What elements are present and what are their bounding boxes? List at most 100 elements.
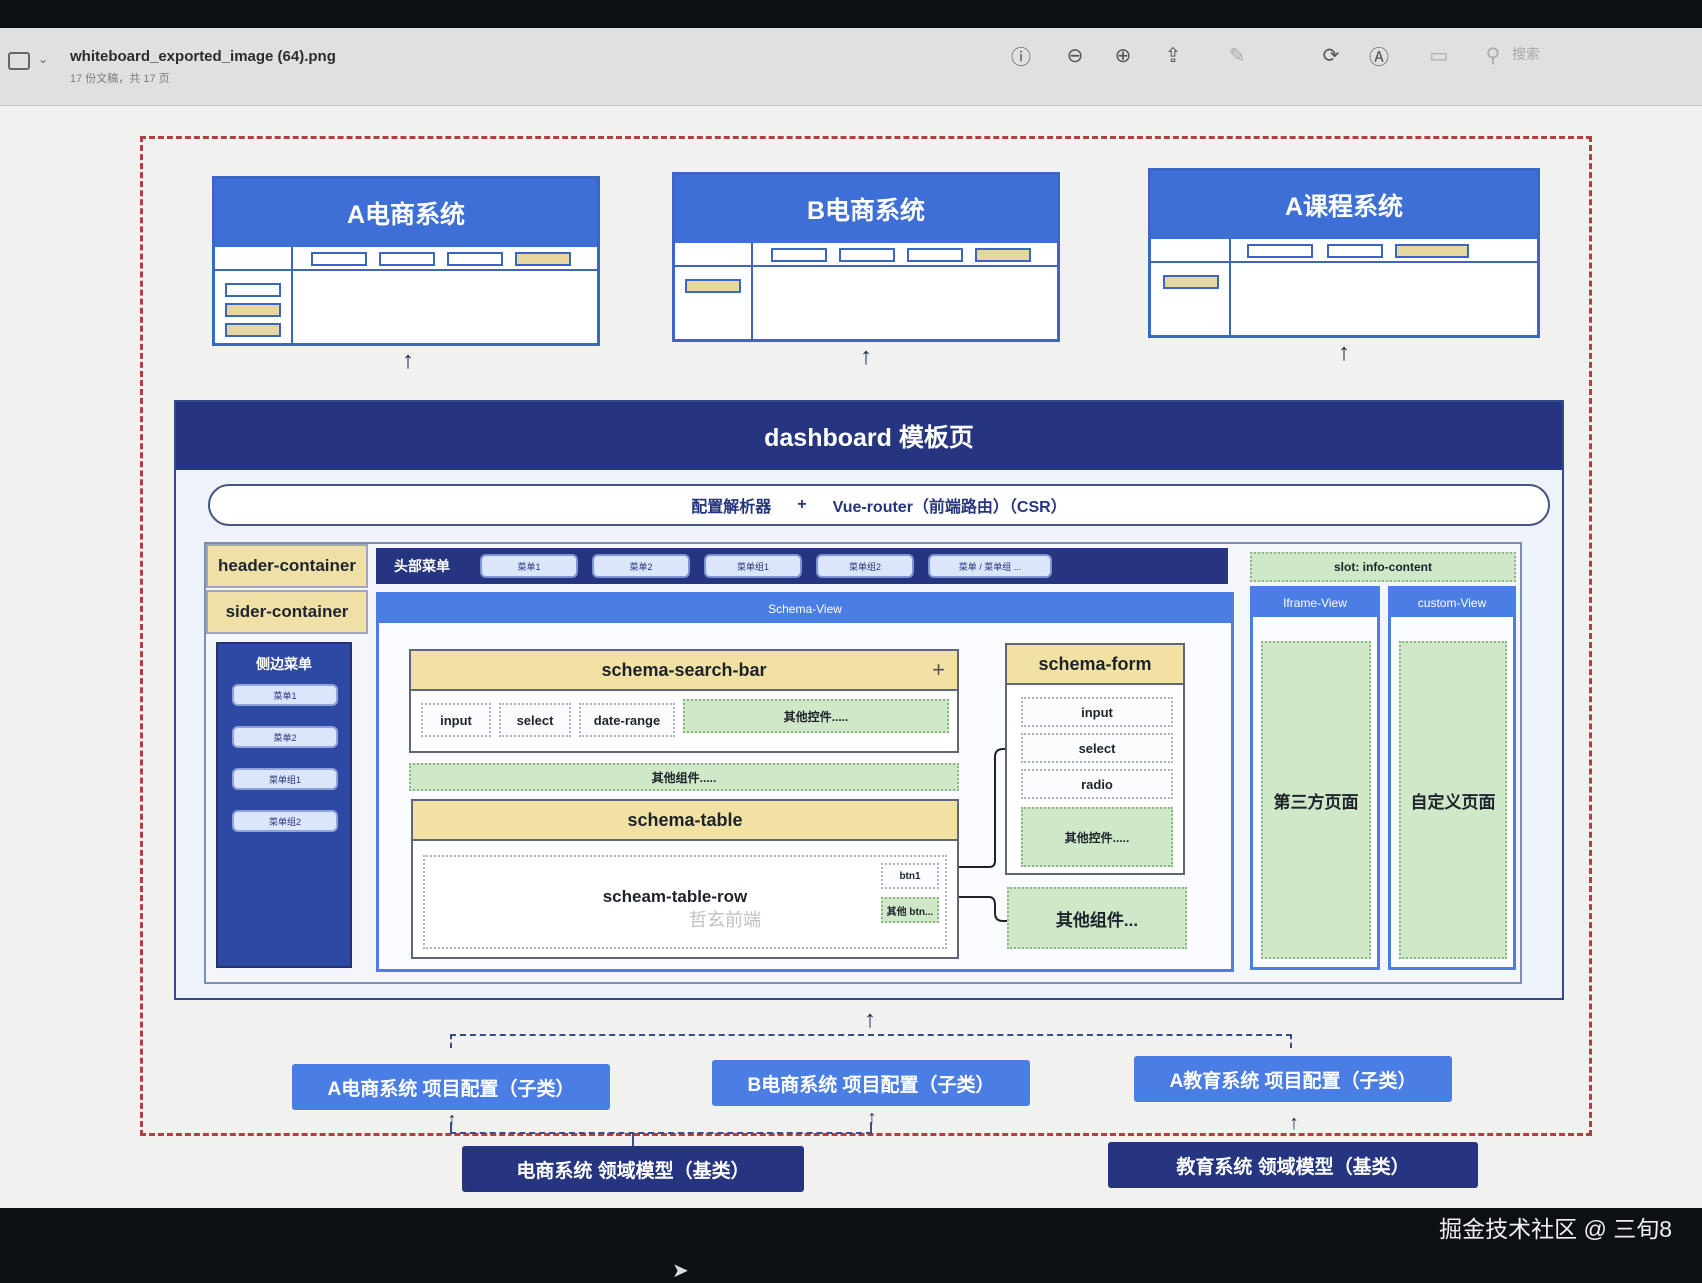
image-canvas: A电商系统 ↑ B电商系统 ↑ A课程系统 — [0, 106, 1702, 1208]
table-row-label: scheam-table-row — [602, 887, 748, 906]
sidebar-icon[interactable] — [8, 52, 30, 70]
header-menu-bar: 头部菜单 菜单1 菜单2 菜单组1 菜单组2 菜单 / 菜单组 ... — [376, 548, 1228, 584]
router-vue-label: Vue-router（前端路由）（CSR） — [832, 499, 1067, 516]
schema-search-bar: schema-search-bar + input select date-ra… — [409, 649, 959, 753]
domain-connector-stem — [632, 1134, 634, 1146]
schema-view-panel: Schema-View schema-search-bar + input se… — [376, 592, 1234, 972]
arrow-up-icon: ↑ — [402, 347, 414, 374]
system-window-a-course: A课程系统 — [1148, 168, 1540, 338]
a-education-project-config: A教育系统 项目配置（子类） — [1134, 1056, 1452, 1102]
arrow-up-icon: ↑ — [867, 1106, 877, 1127]
chevron-down-icon[interactable]: ⌄ — [38, 52, 49, 66]
router-bar: 配置解析器 + Vue-router（前端路由）（CSR） — [208, 484, 1550, 526]
arrow-up-icon: ↑ — [1338, 339, 1350, 366]
mini-side-item — [225, 303, 281, 317]
sider-menu-item[interactable]: 菜单组2 — [232, 810, 338, 832]
a-ecommerce-project-config: A电商系统 项目配置（子类） — [292, 1064, 610, 1110]
education-domain-model: 教育系统 领域模型（基类） — [1108, 1142, 1478, 1188]
dashboard-title: dashboard 模板页 — [176, 402, 1562, 470]
rotate-icon[interactable]: ⟳ — [1322, 44, 1340, 67]
search-input[interactable]: 搜索 — [1512, 46, 1540, 62]
system-title: B电商系统 — [675, 175, 1057, 243]
dashboard-template: dashboard 模板页 配置解析器 + Vue-router（前端路由）（C… — [174, 400, 1564, 1000]
share-icon[interactable]: ⇪ — [1164, 44, 1182, 67]
document-title: whiteboard_exported_image (64).png — [70, 48, 336, 65]
mini-side-item — [1163, 275, 1219, 289]
form-item-select: select — [1021, 733, 1173, 763]
info-icon[interactable]: ⓘ — [1011, 46, 1031, 69]
system-window-b-ecommerce: B电商系统 — [672, 172, 1060, 342]
arrow-up-icon: ↑ — [447, 1108, 457, 1129]
mini-tab — [311, 252, 367, 266]
form-item-radio: radio — [1021, 769, 1173, 799]
document-subtitle: 17 份文稿，共 17 页 — [70, 73, 170, 85]
table-row-watermark: 哲玄前端 — [689, 910, 761, 930]
markup-pen-icon[interactable]: ✎ — [1228, 44, 1246, 67]
router-parser-label: 配置解析器 — [691, 499, 772, 516]
iframe-view-panel: Iframe-View 第三方页面 — [1250, 586, 1380, 970]
sider-menu: 侧边菜单 菜单1 菜单2 菜单组1 菜单组2 — [216, 642, 352, 968]
header-menu-item[interactable]: 菜单1 — [480, 554, 578, 578]
domain-connector-line — [450, 1122, 872, 1134]
mouse-cursor-icon: ➤ — [672, 1260, 689, 1282]
mini-tab — [975, 248, 1031, 262]
mini-tab — [447, 252, 503, 266]
mini-tab — [1395, 244, 1469, 258]
sider-menu-label: 侧边菜单 — [256, 656, 312, 672]
search-chip-input: input — [421, 703, 491, 737]
mini-tab — [1247, 244, 1313, 258]
search-chip-select: select — [499, 703, 571, 737]
system-title: A课程系统 — [1151, 171, 1537, 239]
sider-menu-item[interactable]: 菜单1 — [232, 684, 338, 706]
schema-table-title: schema-table — [413, 801, 957, 841]
annotate-icon[interactable]: Ⓐ — [1369, 46, 1389, 69]
zoom-out-icon[interactable]: ⊖ — [1066, 44, 1084, 67]
window-toolbar: ⌄ whiteboard_exported_image (64).png 17 … — [0, 28, 1702, 106]
config-connector-line — [450, 1034, 1292, 1048]
schema-form: schema-form input select radio 其他控件..... — [1005, 643, 1185, 875]
plus-icon[interactable]: + — [932, 657, 945, 682]
search-chip-date-range: date-range — [579, 703, 675, 737]
mini-tab — [771, 248, 827, 262]
custom-page: 自定义页面 — [1399, 641, 1507, 959]
header-menu-label: 头部菜单 — [394, 558, 450, 574]
sider-menu-item[interactable]: 菜单2 — [232, 726, 338, 748]
form-other-controls: 其他控件..... — [1021, 807, 1173, 867]
header-container-label: header-container — [206, 544, 368, 588]
form-icon[interactable]: ▭ — [1429, 44, 1449, 67]
slot-info-content: slot: info-content — [1250, 552, 1516, 582]
header-menu-item[interactable]: 菜单组2 — [816, 554, 914, 578]
mini-tab — [379, 252, 435, 266]
mini-side-item — [225, 283, 281, 297]
other-components-box: 其他组件... — [1007, 887, 1187, 949]
zoom-in-icon[interactable]: ⊕ — [1114, 44, 1132, 67]
header-menu-item[interactable]: 菜单 / 菜单组 ... — [928, 554, 1052, 578]
community-watermark: 掘金技术社区 @ 三旬8 — [1439, 1216, 1672, 1242]
custom-view-panel: custom-View 自定义页面 — [1388, 586, 1516, 970]
table-btn1[interactable]: btn1 — [881, 863, 939, 889]
b-ecommerce-project-config: B电商系统 项目配置（子类） — [712, 1060, 1030, 1106]
arrow-up-icon: ↑ — [864, 1006, 876, 1033]
router-plus: + — [797, 496, 807, 513]
search-icon[interactable]: ⚲ — [1485, 44, 1501, 67]
mini-sider-divider — [291, 247, 293, 343]
sider-menu-item[interactable]: 菜单组1 — [232, 768, 338, 790]
system-window-a-ecommerce: A电商系统 — [212, 176, 600, 346]
mini-sider-divider — [1229, 239, 1231, 335]
outer-dashed-frame — [140, 136, 1592, 1136]
table-other-btn[interactable]: 其他 btn... — [881, 897, 939, 923]
preview-window: ⌄ whiteboard_exported_image (64).png 17 … — [0, 28, 1702, 1208]
third-party-page: 第三方页面 — [1261, 641, 1371, 959]
mini-side-item — [225, 323, 281, 337]
mini-side-item — [685, 279, 741, 293]
schema-view-title: Schema-View — [379, 595, 1231, 623]
system-title: A电商系统 — [215, 179, 597, 247]
header-menu-item[interactable]: 菜单组1 — [704, 554, 802, 578]
other-components-strip: 其他组件..... — [409, 763, 959, 791]
schema-table: schema-table scheam-table-row 哲玄前端 btn1 … — [411, 799, 959, 959]
schema-form-title: schema-form — [1007, 645, 1183, 685]
form-item-input: input — [1021, 697, 1173, 727]
header-menu-item[interactable]: 菜单2 — [592, 554, 690, 578]
schema-search-bar-title: schema-search-bar — [411, 651, 957, 691]
mini-tab — [1327, 244, 1383, 258]
